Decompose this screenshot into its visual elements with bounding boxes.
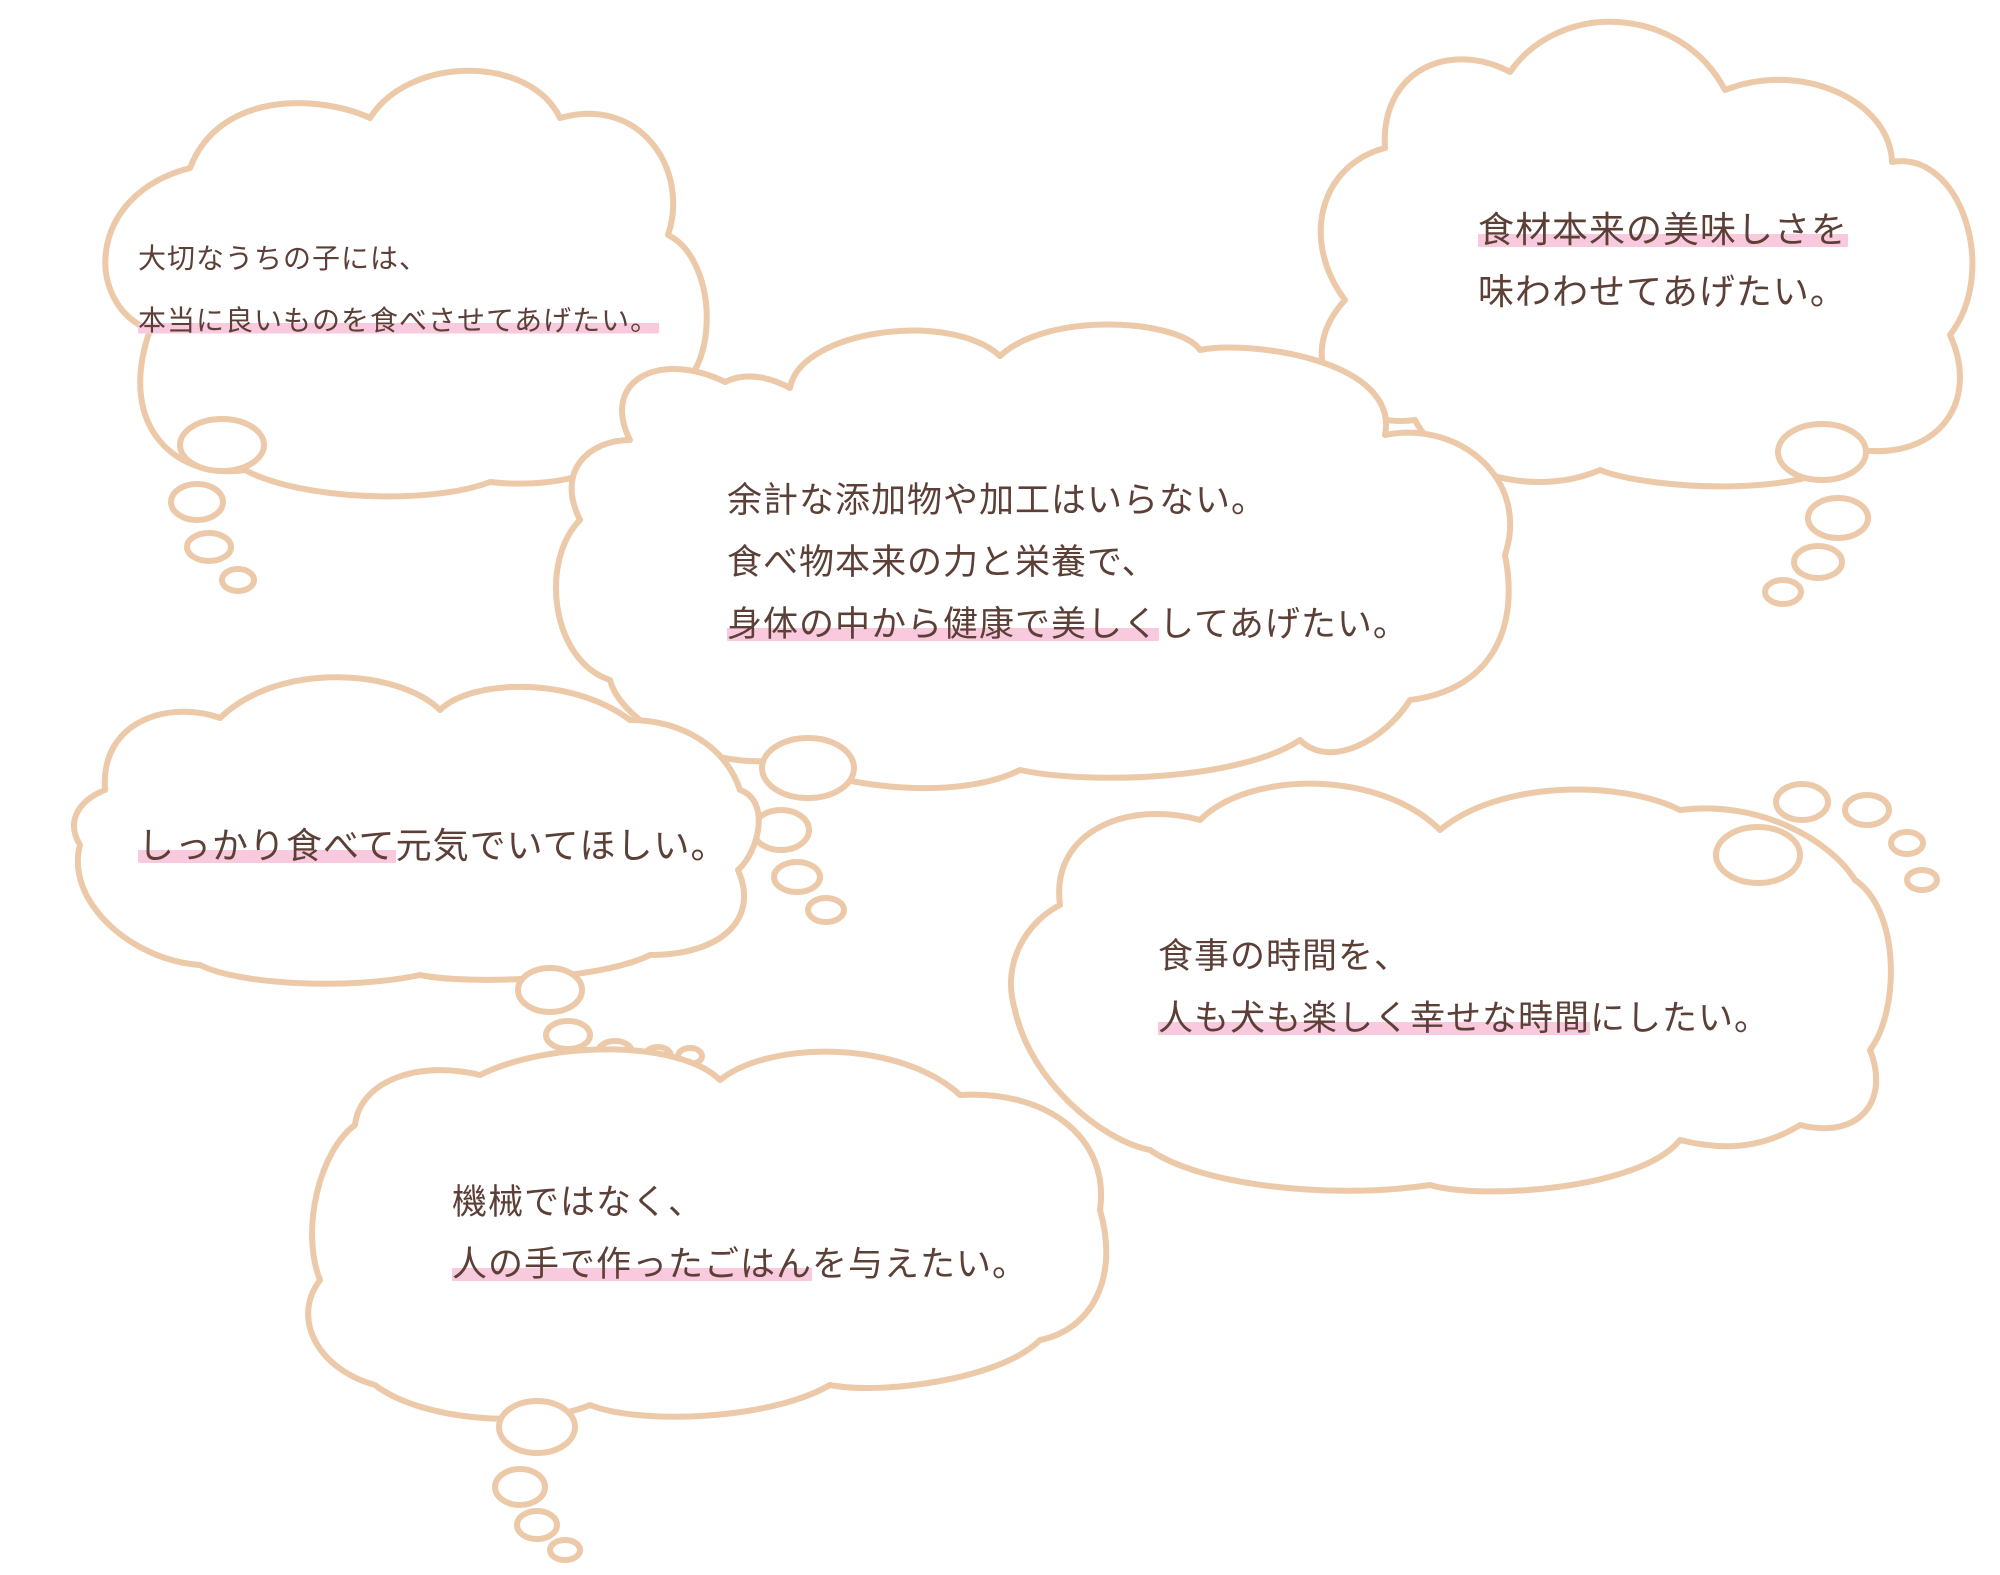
bubble-6-line-1: 機械ではなく、 [452, 1172, 1028, 1234]
thought-puff [514, 1508, 560, 1542]
plain-text: にしたい。 [1590, 999, 1771, 1039]
highlighted-text: 人の手で作ったごはん [452, 1245, 813, 1285]
thought-puff [1842, 792, 1892, 828]
cloud-shape [1008, 780, 1894, 1195]
bubble-3-text: 余計な添加物や加工はいらない。 食べ物本来の力と栄養で、 身体の中から健康で美し… [727, 470, 1409, 656]
thought-bubble-2 [1317, 18, 1976, 607]
thought-puff [1791, 543, 1845, 581]
bubble-1-text: 大切なうちの子には、 本当に良いものを食べさせてあげたい。 [138, 228, 660, 352]
thought-bubble-6 [305, 1046, 1110, 1563]
plain-text: してあげたい。 [1159, 605, 1409, 645]
bubble-2-line-1: 食材本来の美味しさを [1478, 200, 1849, 262]
thought-bubble-1 [102, 67, 710, 594]
thought-puff [177, 416, 267, 474]
thought-puff [1775, 421, 1869, 483]
thought-puff [805, 895, 847, 925]
highlighted-text: 人も犬も楽しく幸せな時間 [1158, 999, 1591, 1039]
thought-bubble-4 [71, 674, 762, 1068]
plain-text: 食べ物本来の力と栄養で、 [727, 543, 1158, 583]
bubble-6-text: 機械ではなく、 人の手で作ったごはんを与えたい。 [452, 1172, 1028, 1296]
highlighted-text: 身体の中から健康で美しく [727, 605, 1160, 645]
bubble-2-text: 食材本来の美味しさを 味わわせてあげたい。 [1478, 200, 1849, 324]
highlighted-text: しっかり食べて [138, 826, 396, 867]
thought-puff [1805, 495, 1871, 541]
plain-text: 元気でいてほしい。 [395, 826, 728, 867]
bubble-3-line-1: 余計な添加物や加工はいらない。 [727, 470, 1409, 532]
plain-text: 味わわせてあげたい。 [1478, 272, 1847, 313]
highlighted-text: 本当に良いものを食べさせてあげたい。 [138, 304, 660, 337]
plain-text: 食事の時間を、 [1158, 937, 1411, 977]
highlighted-text: 食材本来の美味しさを [1478, 210, 1849, 251]
thought-bubble-3 [553, 321, 1514, 925]
bubble-2-line-2: 味わわせてあげたい。 [1478, 262, 1848, 324]
bubble-1-line-2: 本当に良いものを食べさせてあげたい。 [138, 290, 660, 352]
thought-puff [543, 1018, 593, 1052]
thought-puff [1888, 829, 1926, 857]
plain-text: 余計な添加物や加工はいらない。 [727, 481, 1268, 521]
bubble-3-line-3: 身体の中から健康で美しくしてあげたい。 [727, 594, 1409, 656]
thought-puff [771, 859, 823, 895]
bubble-5-line-1: 食事の時間を、 [1158, 926, 1770, 988]
thought-puff [184, 530, 234, 564]
thought-puff [547, 1537, 583, 1563]
bubble-6-line-2: 人の手で作ったごはんを与えたい。 [452, 1234, 1028, 1296]
thought-bubble-5 [1008, 780, 1940, 1195]
bubble-3-line-2: 食べ物本来の力と栄養で、 [727, 532, 1409, 594]
thought-puff [759, 735, 857, 801]
thought-puff [1773, 781, 1831, 823]
cloud-shape [102, 67, 710, 500]
thought-puff [1904, 867, 1940, 893]
bubble-4-text: しっかり食べて元気でいてほしい。 [138, 816, 727, 878]
cloud-shape [305, 1046, 1110, 1422]
thought-puff [1713, 824, 1803, 886]
plain-text: 大切なうちの子には、 [138, 242, 429, 275]
plain-text: 機械ではなく、 [452, 1183, 705, 1223]
bubble-5-line-2: 人も犬も楽しく幸せな時間にしたい。 [1158, 988, 1770, 1050]
bubble-5-text: 食事の時間を、 人も犬も楽しく幸せな時間にしたい。 [1158, 926, 1770, 1050]
bubble-1-line-1: 大切なうちの子には、 [138, 228, 659, 290]
thought-puff [168, 481, 226, 523]
thought-puff [492, 1466, 548, 1508]
bubble-4-line-1: しっかり食べて元気でいてほしい。 [138, 816, 727, 878]
thought-puff [219, 566, 257, 594]
thought-puff [515, 965, 585, 1015]
thought-puff [496, 1398, 578, 1456]
plain-text: を与えたい。 [812, 1245, 1029, 1285]
cloud-shape [71, 674, 762, 987]
thought-puff [1762, 577, 1804, 607]
